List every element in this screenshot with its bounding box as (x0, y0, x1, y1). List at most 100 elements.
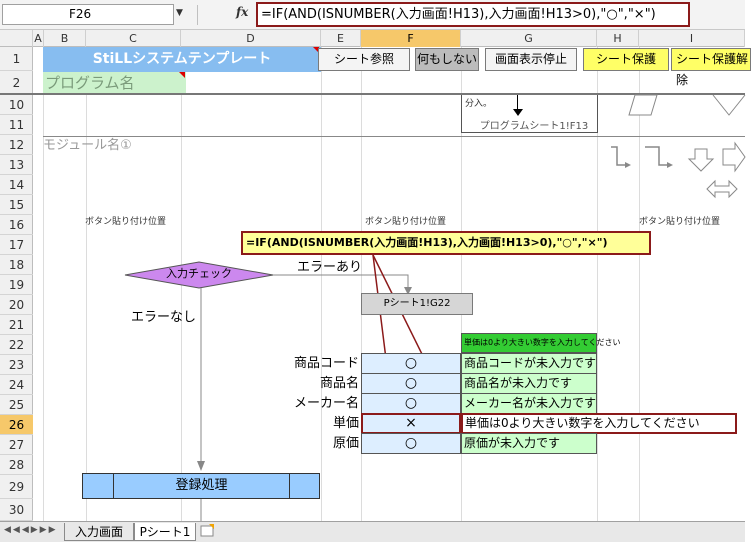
row-header[interactable]: 30 (0, 499, 33, 521)
table-message: 原価が未入力です (461, 433, 597, 454)
column-header-g[interactable]: G (461, 30, 597, 47)
do-nothing-button[interactable]: 何もしない (415, 48, 479, 71)
table-label: 原価 (332, 436, 359, 451)
row-header[interactable]: 24 (0, 375, 33, 395)
grid-line (86, 47, 87, 521)
formula-input[interactable]: =IF(AND(ISNUMBER(入力画面!H13),入力画面!H13>0),"… (256, 2, 690, 27)
error-no-label: エラーなし (131, 310, 197, 325)
row-header[interactable]: 20 (0, 295, 33, 315)
sheet-protect-button[interactable]: シート保護 (583, 48, 669, 71)
row-header[interactable]: 29 (0, 475, 33, 499)
table-message: 商品コードが未入力です (461, 353, 597, 374)
tab-input-screen[interactable]: 入力画面 (64, 523, 134, 541)
row-header[interactable]: 1 (0, 47, 33, 71)
grid-line (597, 47, 598, 521)
grid-line (43, 47, 44, 521)
row-header[interactable]: 12 (0, 135, 33, 155)
button-position-label: ボタン貼り付け位置 (639, 217, 721, 227)
formula-callout: =IF(AND(ISNUMBER(入力画面!H13),入力画面!H13>0),"… (241, 231, 651, 255)
table-mark[interactable]: ○ (361, 353, 461, 374)
hexagon-shape-icon (712, 94, 746, 117)
sheet-area[interactable]: StiLLシステムテンプレート シート参照 何もしない 画面表示停止 シート保護… (33, 47, 751, 521)
stop-screen-update-button[interactable]: 画面表示停止 (485, 48, 577, 71)
row-header[interactable]: 23 (0, 355, 33, 375)
table-message: 商品名が未入力です (461, 373, 597, 394)
column-header-c[interactable]: C (86, 30, 181, 47)
module-top-line (43, 136, 745, 137)
row-header[interactable]: 15 (0, 195, 33, 215)
row-header[interactable]: 2 (0, 71, 33, 95)
column-header-e[interactable]: E (321, 30, 361, 47)
grid-line (361, 47, 362, 521)
row-header[interactable]: 14 (0, 175, 33, 195)
program-name: プログラム名 (43, 72, 186, 95)
table-label: メーカー名 (293, 396, 359, 411)
formula-bar: F26 ▼ fx =IF(AND(ISNUMBER(入力画面!H13),入力画面… (0, 0, 745, 30)
table-mark[interactable]: ○ (361, 433, 461, 454)
table-message: 単価は0より大きい数字を入力してください (461, 413, 737, 434)
column-header-i[interactable]: I (639, 30, 745, 47)
flow-box-fragment (461, 95, 598, 133)
arrow-down-icon (513, 109, 523, 116)
grid-line (461, 47, 462, 521)
table-label: 商品名 (319, 376, 359, 391)
fragment-ref-text: プログラムシート1!F13 (479, 121, 589, 132)
row-header[interactable]: 17 (0, 235, 33, 255)
table-header: 単価は0より大きい数字を入力してください (461, 333, 620, 353)
new-sheet-icon[interactable] (200, 524, 216, 538)
register-process-label: 登録処理 (175, 478, 228, 493)
module-name: モジュール名① (43, 138, 132, 153)
table-label: 商品コード (293, 356, 359, 371)
name-box[interactable]: F26 (2, 4, 174, 25)
shape-palette (607, 141, 746, 213)
flow-arrow-line (517, 95, 518, 111)
freeze-pane-divider (33, 93, 745, 95)
row-header[interactable]: 11 (0, 115, 33, 135)
divider (197, 5, 198, 25)
row-header[interactable]: 18 (0, 255, 33, 275)
column-headers: A B C D E F G H I (0, 30, 745, 47)
row-header[interactable]: 10 (0, 95, 33, 115)
row-header[interactable]: 27 (0, 435, 33, 455)
process-divider (289, 474, 290, 498)
button-position-label: ボタン貼り付け位置 (365, 217, 447, 227)
tab-psheet1[interactable]: Pシート1 (134, 523, 196, 541)
table-label: 単価 (332, 416, 359, 431)
table-message: メーカー名が未入力です (461, 393, 597, 414)
table-mark-selected[interactable]: × (361, 413, 461, 434)
fx-icon[interactable]: fx (236, 5, 249, 19)
grid-line (321, 47, 322, 521)
column-header-f[interactable]: F (361, 30, 461, 47)
comment-marker-icon (313, 47, 319, 53)
comment-marker-icon (179, 72, 185, 78)
select-all-corner[interactable] (0, 30, 33, 47)
tab-scroll-arrows-icon[interactable]: ◀◀◀▶▶▶ (4, 525, 58, 535)
error-yes-label: エラーあり (297, 260, 363, 275)
table-mark[interactable]: ○ (361, 373, 461, 394)
row-headers: 1 2 10 11 12 13 14 15 16 17 18 19 20 21 … (0, 47, 33, 521)
fragment-text: 分入。 (465, 99, 493, 109)
sheet-unprotect-button[interactable]: シート保護解除 (671, 48, 751, 87)
parallelogram-shape-icon (628, 94, 659, 117)
column-header-d[interactable]: D (181, 30, 321, 47)
chevron-down-icon[interactable]: ▼ (176, 8, 183, 18)
register-process-box: 登録処理 (82, 473, 320, 499)
check-diamond-label: 入力チェック (166, 267, 232, 280)
column-header-b[interactable]: B (44, 30, 86, 47)
table-mark[interactable]: ○ (361, 393, 461, 414)
row-header[interactable]: 28 (0, 455, 33, 475)
process-divider (113, 474, 114, 498)
row-header[interactable]: 13 (0, 155, 33, 175)
grid-line (639, 47, 640, 521)
goto-sheet-button[interactable]: Pシート1!G22 (361, 293, 473, 315)
sheet-reference-button[interactable]: シート参照 (318, 48, 410, 71)
column-header-h[interactable]: H (597, 30, 639, 47)
column-header-a[interactable]: A (33, 30, 44, 47)
row-header[interactable]: 26 (0, 415, 33, 435)
row-header[interactable]: 25 (0, 395, 33, 415)
template-title: StiLLシステムテンプレート (43, 47, 321, 72)
row-header[interactable]: 22 (0, 335, 33, 355)
row-header[interactable]: 19 (0, 275, 33, 295)
row-header[interactable]: 21 (0, 315, 33, 335)
row-header[interactable]: 16 (0, 215, 33, 235)
